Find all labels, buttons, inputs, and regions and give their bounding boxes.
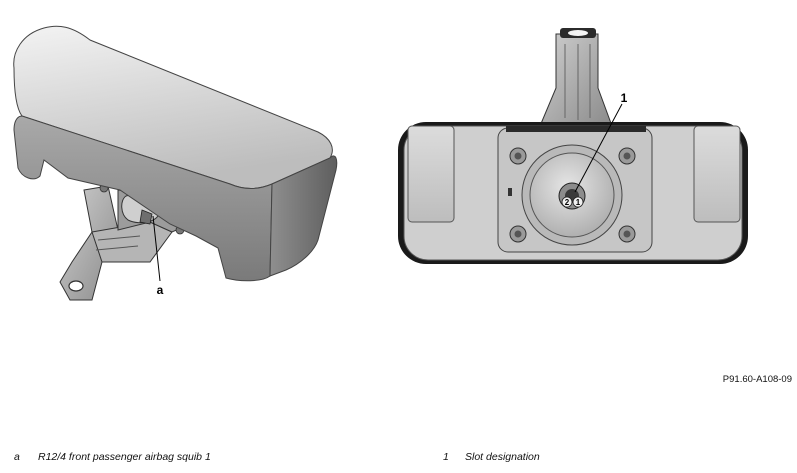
legend-right-text: Slot designation (465, 451, 540, 463)
module-housing-top (13, 25, 333, 189)
pin-1-label: 1 (576, 198, 581, 207)
airbag-module-3d-view: a (13, 25, 338, 301)
legend-right-key: 1 (443, 451, 449, 463)
legend-left-text: R12/4 front passenger airbag squib 1 (38, 451, 211, 463)
top-mounting-tab (539, 28, 613, 127)
callout-a-leader (152, 215, 161, 282)
left-side-panel (407, 125, 455, 223)
mounting-screws (509, 147, 636, 243)
callout-a-label: a (157, 283, 164, 297)
pin-2-label: 2 (565, 198, 570, 207)
right-side-panel (693, 125, 741, 223)
figure-id: P91.60-A108-09 (722, 374, 792, 385)
airbag-module-front-view: 2 1 1 (398, 28, 748, 264)
callout-1-label: 1 (621, 91, 628, 105)
legend-left-key: a (14, 451, 20, 463)
module-housing-front (13, 115, 273, 282)
callout-1-leader (574, 103, 623, 193)
module-housing-side (269, 155, 338, 277)
